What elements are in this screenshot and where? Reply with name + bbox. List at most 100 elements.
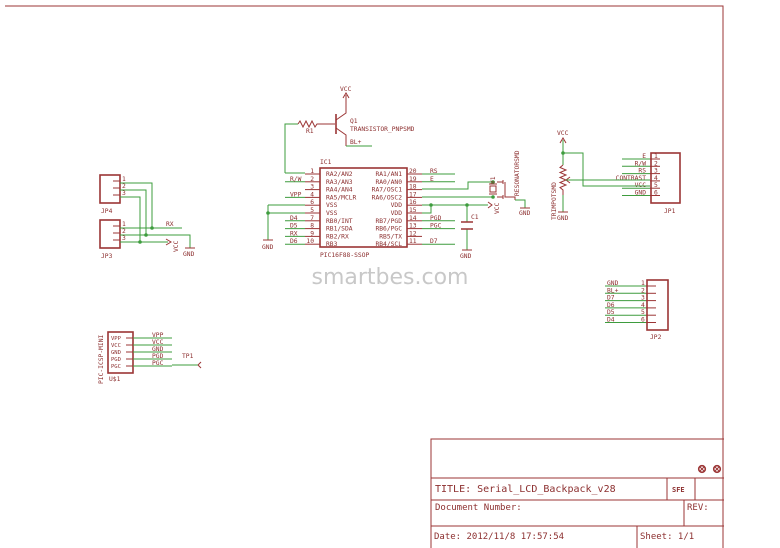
- ic1-pin-name: RB2/RX: [326, 233, 349, 240]
- jp3-pin-3: 3: [122, 235, 126, 242]
- net-label: RS: [430, 168, 438, 175]
- q1-net-label: BL+: [350, 139, 362, 146]
- ic1-pin-number: 13: [409, 223, 417, 230]
- ic1-pin-name: RB3: [326, 241, 338, 248]
- transistor-q1: VCC Q1 TRANSISTOR_PNPSMD BL+ R1: [284, 86, 415, 173]
- document-number: Document Number:: [435, 503, 522, 513]
- ic1-pin-name: RA2/AN2: [326, 171, 353, 178]
- ic1-pin-name: RA7/OSC1: [372, 187, 403, 194]
- ic1-pin-name: RA0/AN0: [375, 179, 402, 186]
- u1-pin-name: PGD: [111, 357, 121, 363]
- ic1-pin-name: RB5/TX: [379, 233, 402, 240]
- close-circle-icon: [712, 464, 722, 474]
- ic1-pin-name: RB4/SCL: [375, 241, 402, 248]
- u1-ref: U$1: [109, 376, 121, 383]
- net-label: R/W: [635, 160, 647, 167]
- net-label: BL+: [607, 287, 619, 294]
- revision: REV:: [687, 503, 709, 513]
- q1-value: TRANSISTOR_PNPSMD: [350, 126, 415, 133]
- net-label: PGC: [430, 223, 442, 230]
- watermark: smartbes.com: [312, 265, 469, 290]
- title-block: TITLE: Serial_LCD_Backpack_v28 SFE Docum…: [430, 438, 724, 548]
- jp4-jp3-headers: 1 2 3 1 2 3 JP4 JP3 RX VCC GND: [99, 174, 195, 260]
- u1-value: PIC-ICSP-MINI: [98, 335, 105, 384]
- jp2-pin-number: 1: [641, 280, 645, 287]
- ic1-pin-name: RA1/AN1: [375, 171, 402, 178]
- ic1-pin-name: RA5/MCLR: [326, 194, 357, 201]
- ic1-pin-name: VDD: [391, 202, 403, 209]
- jp2-pin-number: 2: [641, 287, 645, 294]
- ic1-pin-name: RA6/OSC2: [372, 194, 403, 201]
- ic1-pin-number: 3: [310, 184, 314, 191]
- ic1-pin-number: 10: [306, 238, 314, 245]
- u1-pin-name: VCC: [111, 343, 121, 349]
- ic1-pin-number: 16: [409, 199, 417, 206]
- ic1-pin-number: 12: [409, 230, 417, 237]
- jp4-pin-3: 3: [122, 190, 126, 197]
- net-label: GND: [635, 190, 647, 197]
- ic1-pin-number: 5: [310, 207, 314, 214]
- net-label: VCC: [152, 339, 164, 346]
- ic1-pin-name: VSS: [326, 210, 338, 217]
- y1-ref: Y1: [490, 176, 497, 184]
- net-label: RX: [290, 230, 298, 237]
- ic1-pin-name: VSS: [326, 202, 338, 209]
- sfe-logo: SFE: [672, 486, 685, 494]
- ic1-pin-number: 2: [310, 176, 314, 183]
- jp3-pin-2: 2: [122, 228, 126, 235]
- net-label: PGD: [152, 353, 164, 360]
- jp2-ref: JP2: [650, 334, 662, 341]
- jp4-ref: JP4: [101, 208, 113, 215]
- ic1-pin-number: 4: [310, 191, 314, 198]
- ic1-pin-name: RA3/AN3: [326, 179, 353, 186]
- ic1-pin-number: 8: [310, 223, 314, 230]
- jp1-pin-number: 6: [654, 190, 658, 197]
- jp2-pin-number: 4: [641, 302, 645, 309]
- c1-gnd-label: GND: [460, 253, 472, 260]
- ic1-pin-name: RA4/AN4: [326, 187, 353, 194]
- ic1-pin-number: 19: [409, 176, 417, 183]
- date: Date: 2012/11/8 17:57:54: [434, 532, 564, 542]
- net-label: GND: [152, 346, 164, 353]
- jp1-pin-number: 3: [654, 168, 658, 175]
- jp2-pin-number: 5: [641, 309, 645, 316]
- ic1-pin-number: 9: [310, 230, 314, 237]
- net-label: PGD: [430, 215, 442, 222]
- frame-border: [5, 5, 724, 548]
- c1-ref: C1: [471, 214, 479, 221]
- jp2-pin-number: 3: [641, 295, 645, 302]
- ic1-value: PIC16F88-SSOP: [320, 252, 369, 259]
- jp3-vcc-label: VCC: [173, 240, 180, 252]
- pot-value: TRIMPOTSMD: [551, 182, 558, 220]
- jp1-ref: JP1: [664, 208, 676, 215]
- ic1-pin-number: 20: [409, 168, 417, 175]
- ic1-pin-number: 18: [409, 184, 417, 191]
- net-label: PGC: [152, 360, 164, 367]
- ic1-pin-number: 1: [310, 168, 314, 175]
- ic1-pin-number: 15: [409, 207, 417, 214]
- ic1-pin-number: 14: [409, 215, 417, 222]
- r1-ref: R1: [306, 128, 314, 135]
- net-label: D7: [430, 238, 438, 245]
- jp3-ref: JP3: [101, 253, 113, 260]
- jp1-pin-number: 2: [654, 160, 658, 167]
- ic1-pin-number: 17: [409, 191, 417, 198]
- q1-ref: Q1: [350, 118, 358, 125]
- jp1-pin-number: 1: [654, 153, 658, 160]
- jp3-gnd-label: GND: [183, 251, 195, 258]
- net-label: VPP: [290, 191, 302, 198]
- jp4-pin-2: 2: [122, 183, 126, 190]
- pot-gnd-label: GND: [557, 215, 569, 222]
- u1-pin-name: GND: [111, 350, 121, 356]
- jp2-pin-number: 6: [641, 317, 645, 324]
- net-label: D6: [607, 302, 615, 309]
- ic1-pin-name: RB1/SDA: [326, 226, 353, 233]
- c1-vcc-label: VCC: [494, 202, 501, 214]
- q1-vcc-label: VCC: [340, 86, 352, 93]
- u1-pin-name: VPP: [111, 336, 122, 342]
